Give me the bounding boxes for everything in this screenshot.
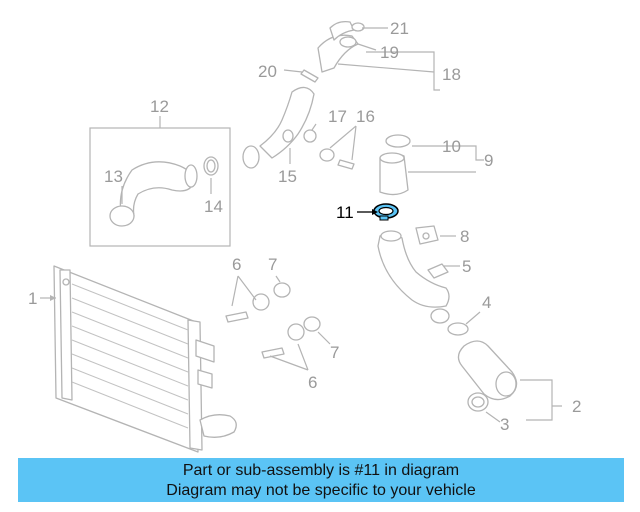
callout-1: 1 [28,289,37,308]
callout-6b: 6 [308,373,317,392]
part-17-nut[interactable] [303,129,317,143]
callout-18: 18 [442,65,461,84]
part-7-grommet-lower[interactable] [303,316,321,332]
part-6-bushing-lower[interactable] [261,323,305,359]
callout-21: 21 [390,19,409,38]
part-15-pipe[interactable] [242,86,315,169]
callout-17: 17 [328,107,347,126]
callout-16: 16 [356,107,375,126]
part-4-oring[interactable] [447,322,469,336]
banner-line-2: Diagram may not be specific to your vehi… [166,482,476,499]
part-6-bushing-upper[interactable] [225,293,270,323]
part-11-clamp-highlighted[interactable] [373,203,399,221]
part-13-hose[interactable] [109,161,198,227]
arrowheads [50,209,378,301]
part-16-bushing[interactable] [319,148,355,170]
part-20-clip[interactable] [300,69,319,83]
callout-7a: 7 [268,255,277,274]
callout-3: 3 [500,415,509,434]
callout-10: 10 [442,137,461,156]
callout-7b: 7 [330,343,339,362]
part-21-ring[interactable] [351,22,365,32]
callout-14: 14 [204,197,223,216]
leader-lines [40,27,562,423]
banner-line-1: Part or sub-assembly is #11 in diagram [182,462,460,479]
callout-5: 5 [462,257,471,276]
part-9-hose[interactable] [379,152,409,196]
callout-20: 20 [258,62,277,81]
callout-13: 13 [104,167,123,186]
part-5-charge-pipe[interactable] [377,230,450,324]
part-14-seal[interactable] [203,156,219,176]
callout-12: 12 [150,97,169,116]
callouts: 1 2 3 4 5 6 6 7 7 8 9 10 11 12 13 14 15 … [28,19,581,434]
callout-2: 2 [572,397,581,416]
callout-8: 8 [460,227,469,246]
callout-15: 15 [278,167,297,186]
part-8-sensor[interactable] [415,225,439,245]
part-2-hose[interactable] [457,340,518,401]
part-10-clamp[interactable] [385,134,411,148]
callout-6a: 6 [232,255,241,274]
part-19-oring[interactable] [339,36,357,48]
callout-4: 4 [482,293,491,312]
part-3-clamp[interactable] [467,392,489,412]
parts-diagram: 1 2 3 4 5 6 6 7 7 8 9 10 11 12 13 14 15 … [28,19,581,453]
info-banner: Part or sub-assembly is #11 in diagram D… [18,458,624,502]
part-1-intercooler[interactable] [53,265,237,453]
part-7-grommet-upper[interactable] [273,282,291,298]
callout-9: 9 [484,151,493,170]
callout-19: 19 [380,43,399,62]
callout-11: 11 [336,203,354,222]
